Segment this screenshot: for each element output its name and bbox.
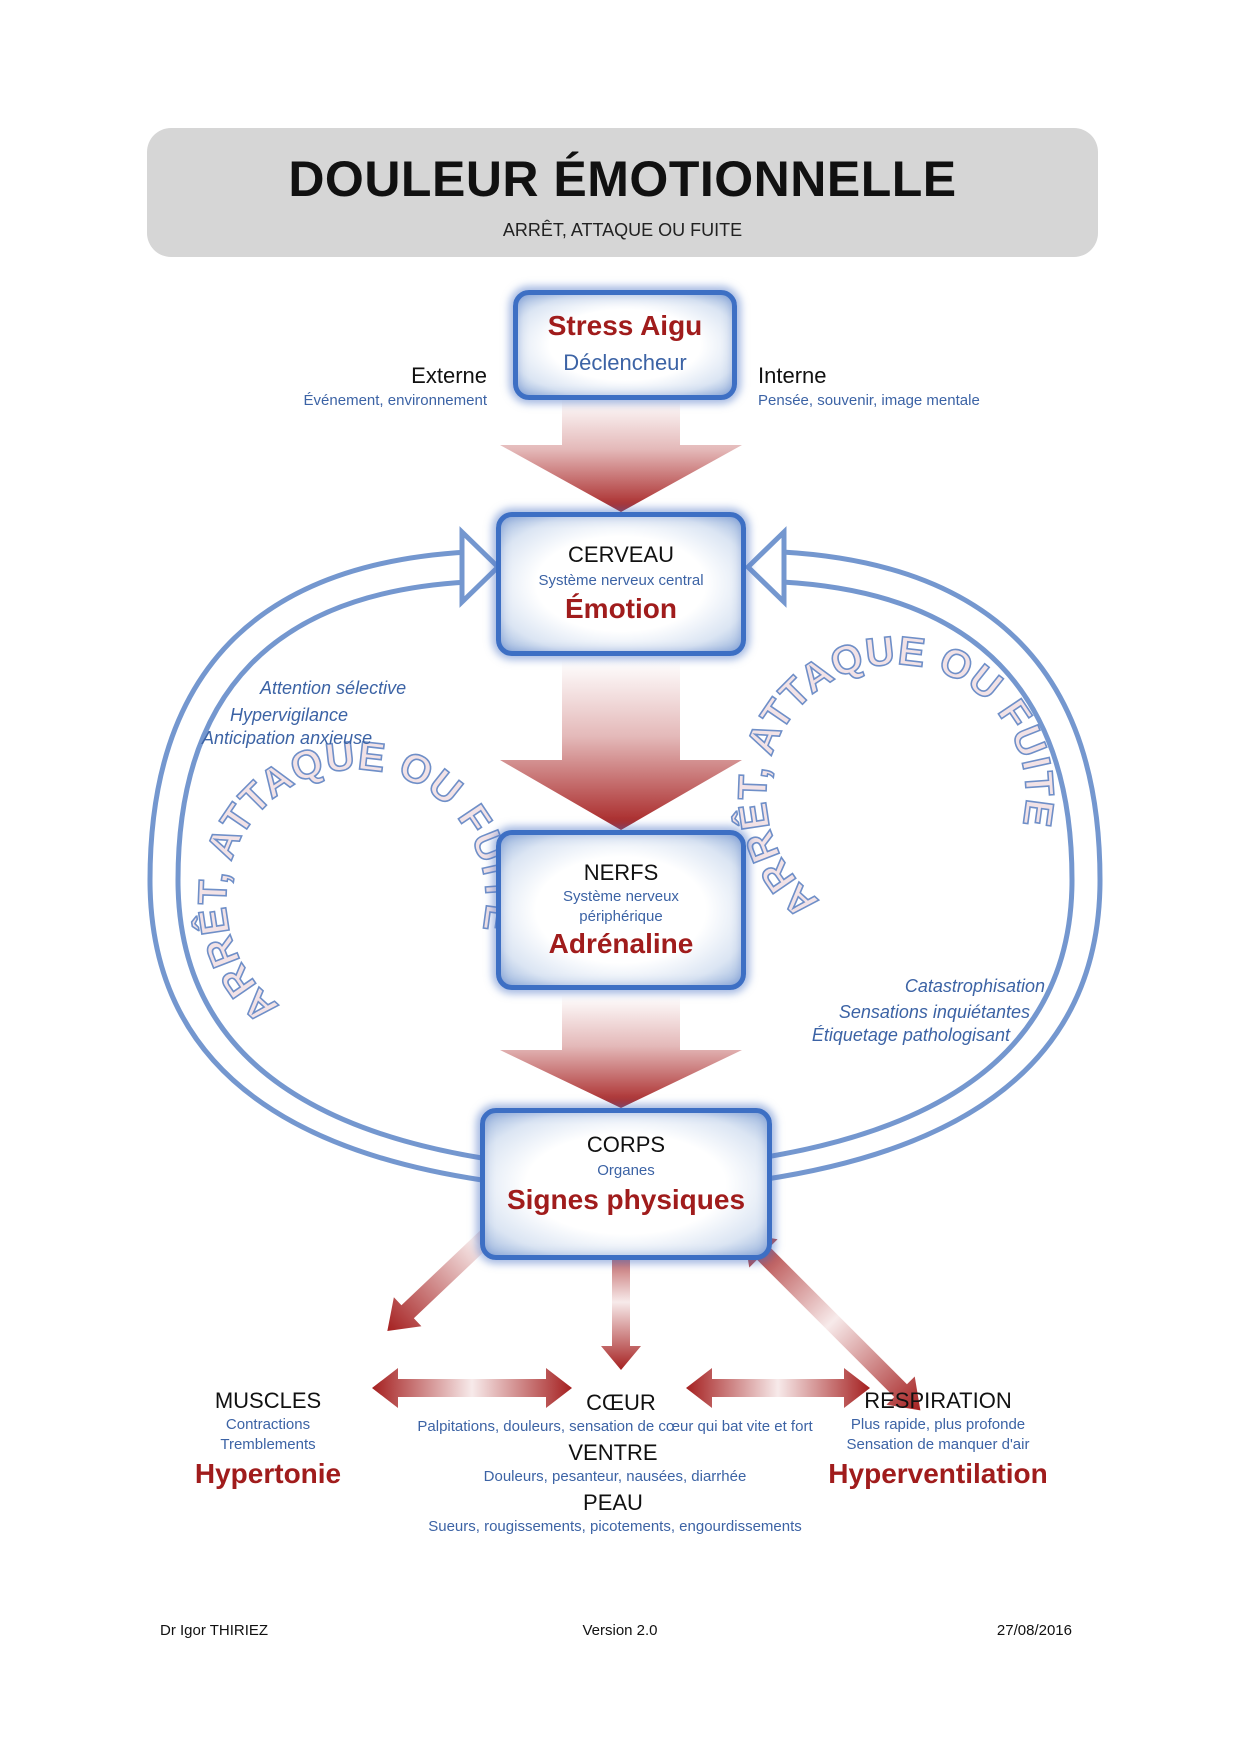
header-banner — [147, 128, 1098, 257]
feedback-loop-left — [147, 549, 483, 1183]
cerveau-emphasis: Émotion — [565, 593, 677, 624]
nerfs-label: NERFS — [583, 860, 659, 885]
double-arrow-corps-coeur — [601, 1234, 641, 1370]
arrow-nerfs-to-corps — [500, 995, 742, 1108]
footer-author: Dr Igor THIRIEZ — [160, 1622, 269, 1639]
nerfs-box — [496, 830, 746, 990]
right-loop-item: Catastrophisation — [904, 976, 1045, 996]
peau-desc: Sueurs, rougissements, picotements, engo… — [428, 1518, 802, 1535]
double-arrow-coeur-respiration — [686, 1368, 870, 1408]
footer-version: Version 2.0 — [582, 1622, 658, 1639]
corps-label: CORPS — [586, 1132, 666, 1157]
arrow-cerveau-to-nerfs — [500, 660, 742, 830]
double-arrow-muscles-coeur — [372, 1368, 572, 1408]
peau-label: PEAU — [583, 1490, 643, 1515]
externe-label: Externe — [411, 363, 487, 388]
double-arrow-corps-respiration — [743, 1233, 921, 1411]
externe-desc: Événement, environnement — [303, 392, 487, 409]
right-loop-item: Étiquetage pathologisant — [811, 1025, 1010, 1045]
cerveau-label: CERVEAU — [568, 542, 674, 567]
corps-desc: Organes — [597, 1162, 655, 1179]
loop-arrowhead-left — [459, 526, 502, 608]
footer-date: 27/08/2016 — [996, 1622, 1072, 1639]
loop-arrowhead-right — [744, 526, 787, 608]
respiration-desc-2: Sensation de manquer d'air — [846, 1436, 1030, 1453]
right-loop-item: Sensations inquiétantes — [838, 1002, 1030, 1022]
muscles-desc-2: Tremblements — [220, 1436, 316, 1453]
stress-title: Stress Aigu — [547, 310, 703, 341]
cerveau-desc: Système nerveux central — [538, 572, 704, 589]
interne-desc: Pensée, souvenir, image mentale — [758, 392, 980, 409]
muscles-label: MUSCLES — [214, 1388, 322, 1413]
coeur-desc: Palpitations, douleurs, sensation de cœu… — [417, 1418, 813, 1435]
coeur-label: CŒUR — [586, 1390, 656, 1415]
arc-text-left: ARRÊT, ATTAQUE OU FUITE — [189, 734, 522, 1032]
page-subtitle: ARRÊT, ATTAQUE OU FUITE — [502, 220, 743, 240]
arc-text-right: ARRÊT, ATTAQUE OU FUITE — [729, 629, 1062, 927]
feedback-loop-right — [759, 549, 1103, 1183]
interne-label: Interne — [758, 363, 827, 388]
nerfs-desc-2: périphérique — [579, 908, 663, 925]
stress-box — [513, 290, 737, 400]
cerveau-box — [496, 512, 746, 656]
respiration-desc-1: Plus rapide, plus profonde — [850, 1416, 1026, 1433]
left-loop-item: Attention sélective — [260, 678, 407, 698]
arrow-stress-to-cerveau — [500, 398, 742, 512]
corps-emphasis: Signes physiques — [506, 1184, 746, 1215]
muscles-emphasis: Hypertonie — [194, 1458, 342, 1489]
respiration-label: RESPIRATION — [864, 1388, 1012, 1413]
nerfs-desc-1: Système nerveux — [563, 888, 679, 905]
nerfs-emphasis: Adrénaline — [548, 928, 694, 959]
page-title: DOULEUR ÉMOTIONNELLE — [288, 151, 957, 207]
corps-box — [480, 1108, 772, 1260]
ventre-desc: Douleurs, pesanteur, nausées, diarrhée — [483, 1468, 747, 1485]
left-loop-item: Hypervigilance — [230, 705, 349, 725]
respiration-emphasis: Hyperventilation — [828, 1458, 1048, 1489]
muscles-desc-1: Contractions — [225, 1416, 311, 1433]
stress-subtitle: Déclencheur — [563, 350, 687, 375]
left-loop-item: Anticipation anxieuse — [202, 728, 373, 748]
ventre-label: VENTRE — [568, 1440, 658, 1465]
